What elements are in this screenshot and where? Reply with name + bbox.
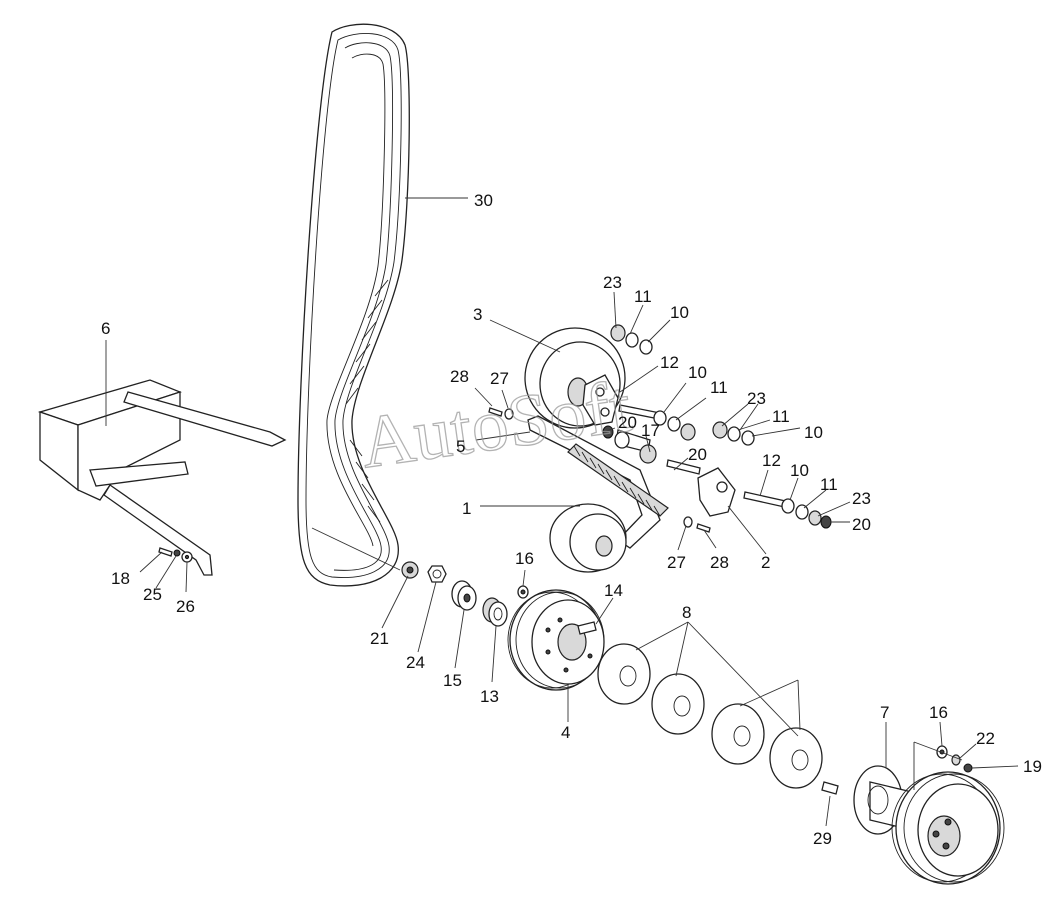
- callout-label: 28: [710, 553, 729, 572]
- callout-label: 11: [710, 378, 728, 397]
- belt-part-30: [297, 23, 410, 587]
- callout-label: 10: [688, 363, 707, 382]
- callout-label: 8: [682, 603, 691, 622]
- callout-label: 2: [761, 553, 770, 572]
- callout-label: 25: [143, 585, 162, 604]
- callout-label: 20: [618, 413, 637, 432]
- bushing-part-13: [482, 597, 508, 627]
- washer-part-22: [951, 754, 961, 766]
- callout-label: 27: [490, 369, 509, 388]
- callout-label: 23: [852, 489, 871, 508]
- bushing-stacks: [488, 324, 832, 533]
- shims-part-8: [597, 643, 823, 789]
- callout-label: 16: [929, 703, 948, 722]
- callout-label: 10: [670, 303, 689, 322]
- callout-label: 12: [660, 353, 679, 372]
- nut-part-21: [401, 561, 419, 579]
- plate-part-2: [697, 467, 736, 517]
- bracket-part-6: [37, 379, 287, 576]
- pulley-rear: [891, 771, 1005, 885]
- callout-label: 3: [473, 305, 482, 324]
- callout-label: 20: [688, 445, 707, 464]
- pulley-part-4: [507, 589, 605, 691]
- key-part-14: [577, 621, 597, 635]
- callout-label: 27: [667, 553, 686, 572]
- callout-label: 21: [370, 629, 389, 648]
- callout-label: 11: [772, 407, 790, 426]
- callout-label: 4: [561, 723, 570, 742]
- callout-label: 1: [462, 499, 471, 518]
- spring-part-1: [567, 443, 669, 517]
- callout-label: 14: [604, 581, 623, 600]
- nut-part-19: [963, 763, 973, 773]
- callout-label: 17: [641, 421, 660, 440]
- leader-lines: [105, 197, 1019, 827]
- callout-label: 29: [813, 829, 832, 848]
- callout-label: 19: [1023, 757, 1042, 776]
- callout-label: 5: [456, 437, 465, 456]
- washer-part-25: [173, 549, 181, 557]
- washer-part-16-upper: [517, 585, 529, 599]
- washer-part-16-lower: [936, 745, 948, 759]
- callout-label: 16: [515, 549, 534, 568]
- tensioner-assembly: [524, 327, 791, 573]
- callout-label: 22: [976, 729, 995, 748]
- callout-label: 13: [480, 687, 499, 706]
- callout-label: 26: [176, 597, 195, 616]
- callout-label: 18: [111, 569, 130, 588]
- callout-label: 15: [443, 671, 462, 690]
- washer-part-26: [181, 551, 193, 563]
- callout-label: 11: [634, 287, 652, 306]
- callout-label: 11: [820, 475, 838, 494]
- callout-label: 28: [450, 367, 469, 386]
- small-pulley: [549, 503, 627, 573]
- callout-label: 6: [101, 319, 110, 338]
- key-part-29: [821, 781, 839, 795]
- callout-label: 12: [762, 451, 781, 470]
- nut-part-24: [427, 565, 447, 583]
- callout-label: 20: [852, 515, 871, 534]
- callout-label: 24: [406, 653, 425, 672]
- callout-label: 23: [747, 389, 766, 408]
- callout-label: 7: [880, 703, 889, 722]
- callout-label: 23: [603, 273, 622, 292]
- washer-part-15: [451, 580, 477, 611]
- bolt-part-18: [158, 547, 173, 557]
- callout-label: 30: [474, 191, 493, 210]
- callout-labels: 30 23 11 10 3 12 10 11 23 11 10 28 27 20…: [101, 191, 1042, 848]
- callout-label: 10: [804, 423, 823, 442]
- callout-label: 10: [790, 461, 809, 480]
